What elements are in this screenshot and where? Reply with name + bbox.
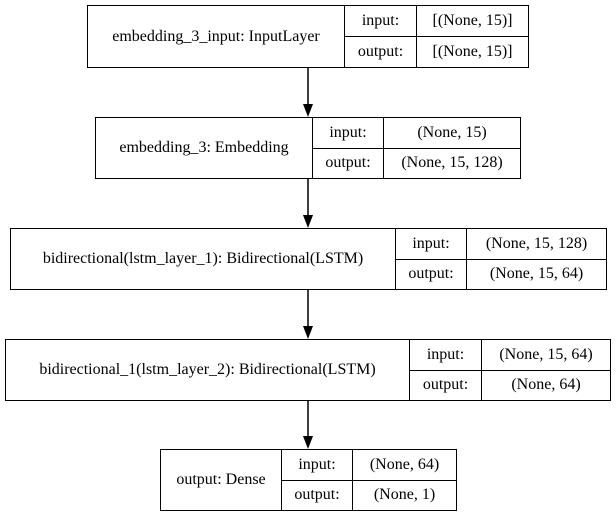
output-label: output: <box>357 43 404 60</box>
output-label: output: <box>408 265 454 283</box>
edge-3 <box>303 290 313 339</box>
input-label: input: <box>282 450 352 481</box>
port-labels: input: output: <box>282 450 353 510</box>
layer-node-bidirectional: bidirectional(lstm_layer_1): Bidirection… <box>10 228 607 290</box>
input-shape: (None, 15, 64) <box>482 340 610 371</box>
layer-node-bidirectional-1: bidirectional_1(lstm_layer_2): Bidirecti… <box>5 339 611 401</box>
input-label: input: <box>345 6 416 37</box>
input-label: input: <box>410 340 481 371</box>
port-values: (None, 64) (None, 1) <box>353 450 456 510</box>
layer-name: output: Dense <box>161 450 282 510</box>
output-shape: (None, 64) <box>511 376 581 394</box>
output-label: output: <box>294 486 340 504</box>
output-shape: [(None, 15)] <box>432 43 513 60</box>
port-values: (None, 15, 64) (None, 64) <box>482 340 610 400</box>
layer-name: embedding_3: Embedding <box>96 118 313 178</box>
input-label: input: <box>313 118 383 149</box>
output-shape: (None, 1) <box>373 486 436 504</box>
port-labels: input: output: <box>396 229 467 289</box>
edge-4 <box>303 401 313 449</box>
port-values: (None, 15) (None, 15, 128) <box>384 118 520 178</box>
input-shape: [(None, 15)] <box>417 6 528 37</box>
input-label: input: <box>396 229 466 260</box>
port-values: [(None, 15)] [(None, 15)] <box>417 6 528 67</box>
layer-node-embedding-3: embedding_3: Embedding input: output: (N… <box>95 117 521 179</box>
output-label: output: <box>422 376 469 394</box>
port-labels: input: output: <box>410 340 482 400</box>
layer-node-embedding-3-input: embedding_3_input: InputLayer input: out… <box>87 5 529 68</box>
output-shape: (None, 15, 128) <box>401 154 503 172</box>
edge-1 <box>303 68 313 117</box>
edge-2 <box>303 179 313 228</box>
port-labels: input: output: <box>313 118 384 178</box>
layer-name: embedding_3_input: InputLayer <box>88 6 345 67</box>
layer-name: bidirectional(lstm_layer_1): Bidirection… <box>11 229 396 289</box>
output-label: output: <box>325 154 371 172</box>
layer-name: bidirectional_1(lstm_layer_2): Bidirecti… <box>6 340 410 400</box>
port-labels: input: output: <box>345 6 417 67</box>
port-values: (None, 15, 128) (None, 15, 64) <box>467 229 606 289</box>
layer-node-output-dense: output: Dense input: output: (None, 64) … <box>160 449 457 511</box>
input-shape: (None, 15, 128) <box>467 229 606 260</box>
input-shape: (None, 64) <box>353 450 456 481</box>
output-shape: (None, 15, 64) <box>489 265 584 283</box>
input-shape: (None, 15) <box>384 118 520 149</box>
